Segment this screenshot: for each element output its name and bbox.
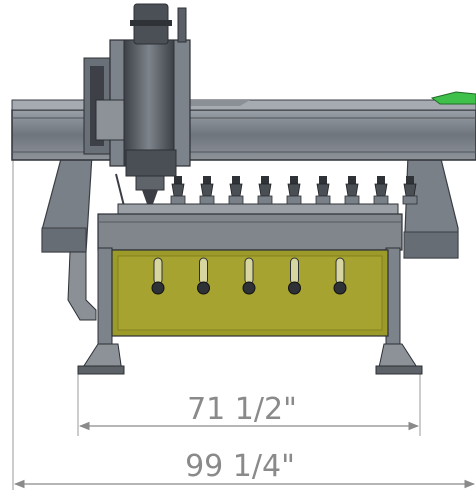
cable-chain [430,91,476,105]
tool-holder [344,176,360,205]
tool-holder [228,176,244,205]
tool-holder [286,176,302,205]
left-leg [77,247,125,375]
inner-width-label: 71 1/2" [187,392,297,427]
front-panel [111,249,389,337]
right-leg [375,247,423,375]
spindle-carriage [83,3,191,212]
tool-holder [199,176,215,205]
gantry-beam [11,99,476,161]
panel-handle [333,257,347,295]
overall-width-label: 99 1/4" [185,449,295,484]
panel-handles [151,257,347,295]
tool-holders [170,176,418,205]
panel-handle [288,257,301,295]
side-duct [67,251,97,321]
tool-holder [315,176,331,205]
tool-holder [170,176,186,205]
dimension-inner: 71 1/2" [78,392,420,431]
dimension-overall: 99 1/4" [13,449,476,489]
panel-handle [151,257,165,295]
extension-lines [12,150,421,490]
right-gantry-upright [403,154,459,259]
panel-handle [197,257,210,295]
machine-bed [97,213,403,251]
left-gantry-upright [41,154,93,253]
tool-holder [402,176,418,205]
tool-holder [373,176,389,205]
tool-holder [257,176,273,205]
tool-rack [117,176,418,217]
panel-handle [242,257,256,295]
